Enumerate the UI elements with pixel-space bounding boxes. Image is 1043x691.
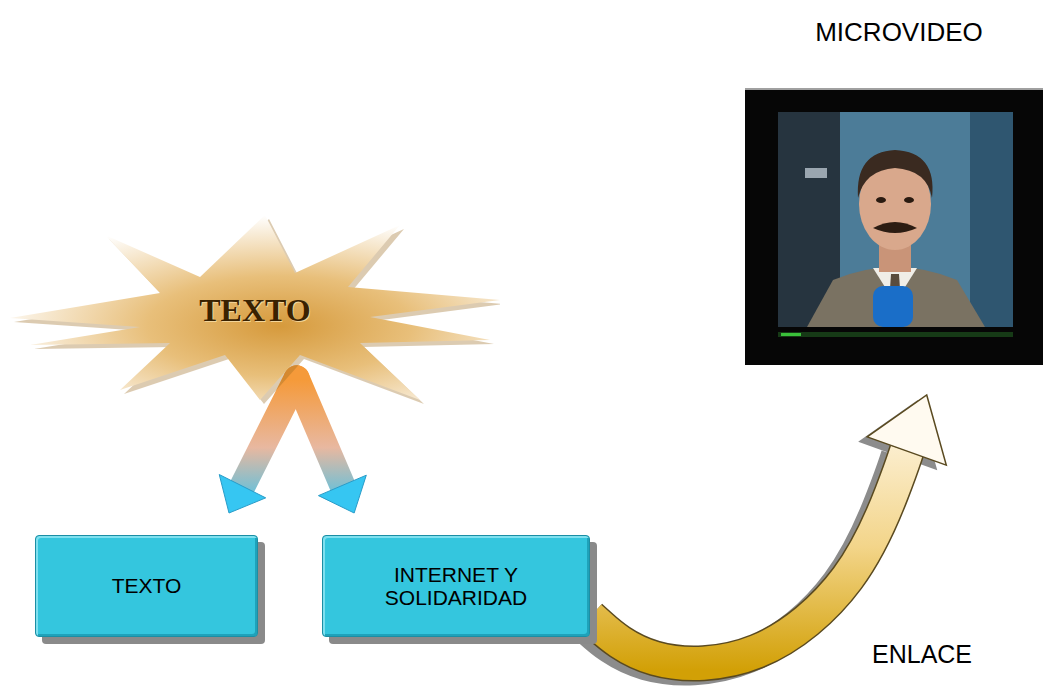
connector-arrow (297, 378, 367, 513)
video-background (745, 88, 1043, 365)
process-box: TEXTO (35, 535, 258, 637)
video-status-bar (778, 332, 1013, 337)
connector-arrow (219, 378, 296, 513)
node-label: INTERNET Y SOLIDARIDAD (369, 563, 544, 609)
node-heading: MICROVIDEO (745, 10, 1043, 54)
arrow-shaft (590, 451, 907, 663)
starburst-outline (10, 215, 500, 400)
connector-arrow (581, 395, 946, 668)
arrow-outline (590, 451, 907, 663)
process-box: INTERNET Y SOLIDARIDAD (322, 535, 590, 637)
microphone (873, 286, 913, 327)
arrow-head (867, 395, 946, 465)
suit (807, 267, 985, 327)
video-top-edge (745, 88, 1043, 90)
video-picture (778, 112, 1013, 327)
eye (876, 197, 886, 203)
studio-light (805, 168, 827, 178)
video-frame (745, 88, 1043, 365)
starburst-node: TEXTO (10, 215, 500, 405)
edge-label: ENLACE (868, 640, 976, 669)
node-label: TEXTO (199, 292, 310, 329)
mustache (873, 222, 917, 233)
hair (858, 150, 933, 198)
video-node: MICROVIDEO (745, 10, 1043, 365)
arrow-head (318, 475, 366, 513)
video-status-mark (781, 333, 801, 336)
studio-wall (970, 112, 1013, 327)
arrow-shaft (297, 378, 343, 485)
arrow-head (219, 475, 265, 513)
eye (904, 197, 914, 203)
node-label: TEXTO (112, 574, 182, 597)
